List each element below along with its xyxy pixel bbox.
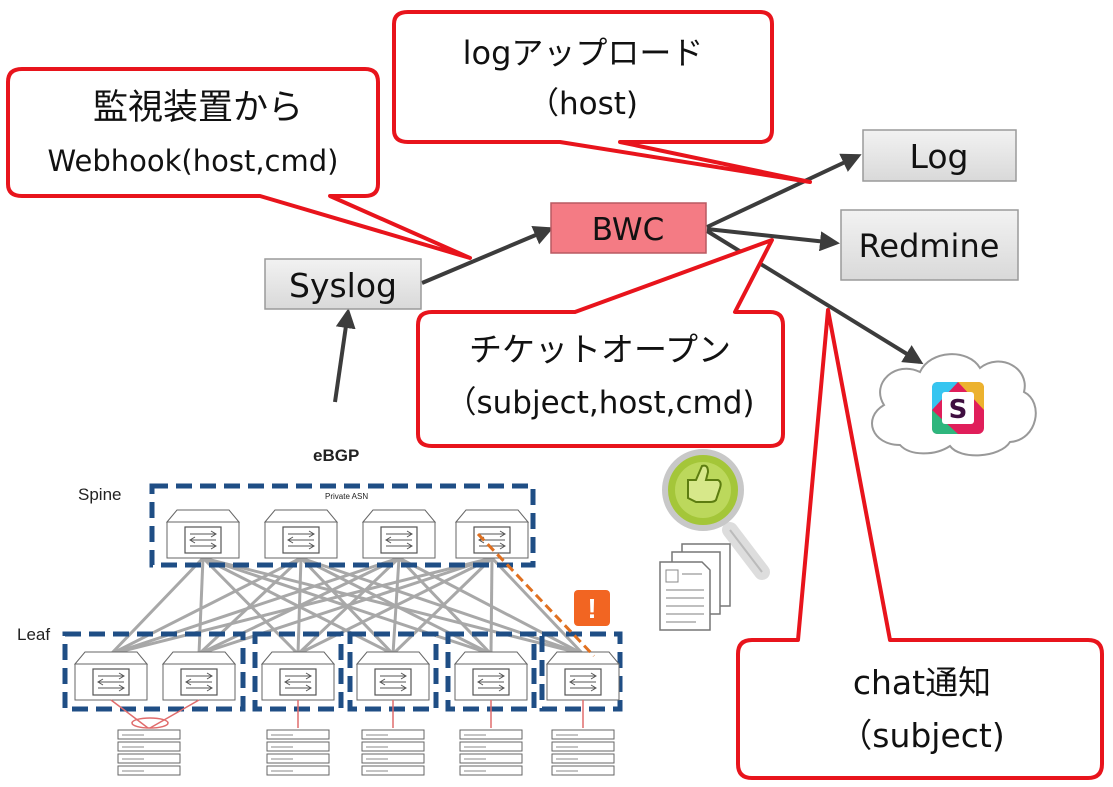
server-rack-2	[266, 729, 330, 776]
spine-switch-2	[264, 509, 338, 559]
log-node: Log	[862, 129, 1017, 182]
fabric-link	[397, 556, 493, 656]
server-rack-4	[459, 729, 523, 776]
arrow-bwc-to-log	[706, 153, 862, 229]
fabric-link	[197, 556, 303, 656]
slack-letter: S	[949, 395, 968, 425]
magnifier-icon	[662, 449, 770, 580]
leaf-group-5	[539, 631, 623, 712]
ebgp-label: eBGP	[313, 446, 359, 465]
alert-icon: !	[587, 593, 596, 624]
server-rack-5	[551, 729, 615, 776]
fabric-link	[197, 557, 205, 655]
leaf-switch-2	[162, 651, 236, 701]
syslog-node: Syslog	[264, 258, 422, 310]
spine-switch-1	[166, 509, 240, 559]
callout-ticket-line2: （subject,host,cmd)	[445, 385, 754, 421]
fabric-link	[391, 556, 494, 656]
callout-monitor-line1: 監視装置から	[93, 88, 303, 128]
arrow-syslog-to-bwc	[421, 226, 554, 285]
fabric-link	[109, 556, 205, 656]
failed-link	[476, 532, 596, 658]
fabric-link	[110, 556, 302, 656]
fabric-link	[489, 557, 494, 655]
arrow-fabric-to-syslog	[333, 308, 356, 403]
leaf-switch-4	[356, 651, 430, 701]
bwc-node: BWC	[550, 202, 707, 254]
leaf-label: Leaf	[17, 625, 50, 644]
slack-icon: S	[932, 382, 984, 434]
log-label: Log	[910, 137, 969, 176]
fabric-links	[109, 556, 585, 656]
redmine-label: Redmine	[859, 227, 1000, 265]
server-rack-3	[361, 729, 425, 776]
callout-chat-line2: （subject)	[839, 716, 1004, 755]
fabric-link	[490, 556, 585, 656]
callout-log-upload-line1: logアップロード	[463, 34, 704, 72]
chat-cloud: S	[871, 353, 1037, 457]
server-links	[110, 699, 584, 729]
callout-chat-line1: chat通知	[853, 663, 991, 702]
syslog-label: Syslog	[289, 266, 397, 305]
callout-ticket: チケットオープン （subject,host,cmd)	[416, 238, 785, 448]
leaf-switch-5	[454, 651, 528, 701]
spine-group-border	[149, 483, 536, 568]
server-rack-1	[117, 729, 181, 776]
callout-ticket-line1: チケットオープン	[469, 330, 731, 369]
fabric-link	[110, 556, 400, 656]
private-asn-label: Private ASN	[325, 492, 368, 501]
alert-badge: !	[574, 590, 610, 626]
spine-label: Spine	[78, 485, 121, 504]
fabric-link	[297, 556, 493, 656]
leaf-switch-1	[74, 651, 148, 701]
documents-icon	[659, 543, 731, 631]
callout-monitor: 監視装置から Webhook(host,cmd)	[6, 67, 472, 260]
leaf-switch-6	[546, 651, 620, 701]
callout-chat: chat通知 （subject)	[736, 308, 1104, 780]
fabric-link	[198, 556, 493, 656]
arrow-bwc-to-redmine	[706, 227, 840, 252]
fabric-link	[110, 556, 493, 656]
callout-monitor-line2: Webhook(host,cmd)	[48, 144, 339, 178]
thumbs-up-icon	[687, 464, 722, 503]
leaf-switch-3	[261, 651, 335, 701]
spine-switch-3	[362, 509, 436, 559]
callout-log-upload: logアップロード （host)	[392, 10, 812, 184]
bwc-label: BWC	[592, 212, 664, 248]
redmine-node: Redmine	[840, 209, 1019, 281]
callout-log-upload-line2: （host)	[528, 86, 638, 122]
leaf-group-1	[62, 631, 246, 712]
